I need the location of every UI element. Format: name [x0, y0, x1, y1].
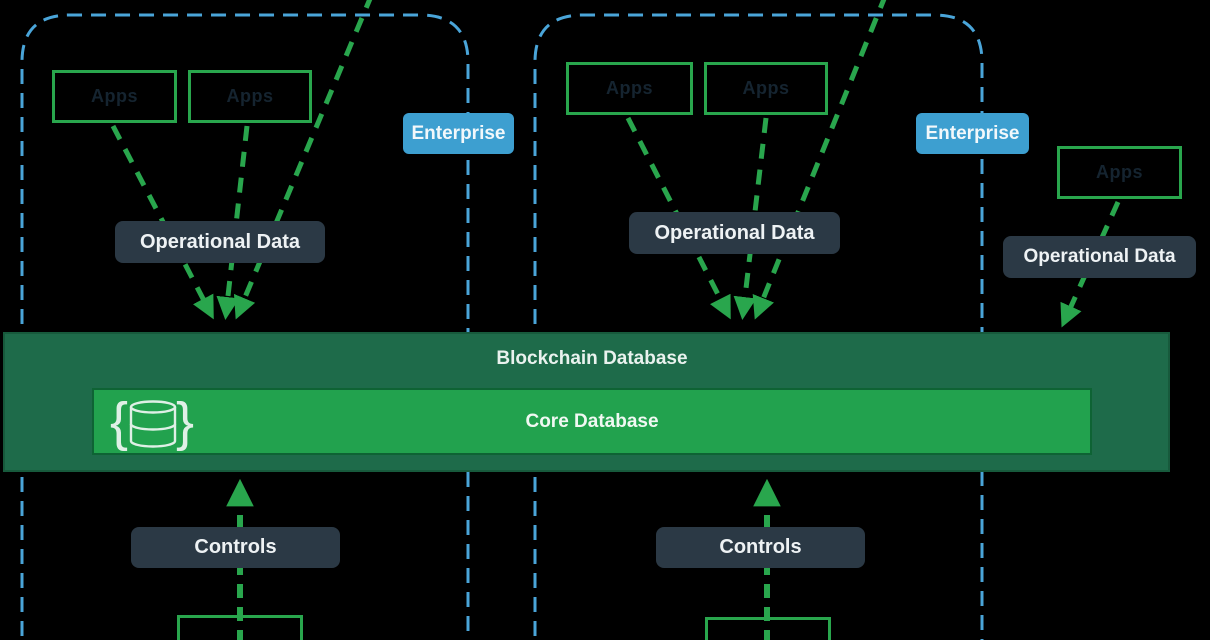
core-database-box: { } Core Database [92, 388, 1092, 455]
arrow-ent2-external [752, 0, 887, 320]
svg-text:}: } [176, 394, 194, 452]
operational-data-label: Operational Data [629, 212, 840, 254]
json-database-icon: { } [110, 394, 194, 452]
core-database-title: Core Database [525, 410, 659, 432]
app-box: Apps [566, 62, 693, 115]
controls-label: Controls [656, 527, 865, 568]
enterprise-badge: Enterprise [916, 113, 1029, 154]
enterprise-container-1 [20, 13, 470, 640]
svg-text:{: { [110, 394, 128, 452]
app-box-label: Apps [606, 78, 653, 98]
app-box-label: Apps [91, 86, 138, 106]
controls-source-box [177, 615, 303, 640]
app-box-label: Apps [226, 86, 274, 106]
enterprise-container-2 [533, 13, 984, 640]
blockchain-database-title: Blockchain Database [496, 348, 688, 369]
operational-data-label: Operational Data [1003, 236, 1196, 278]
operational-data-label: Operational Data [115, 221, 325, 263]
enterprise-badge: Enterprise [403, 113, 514, 154]
app-box-label: Apps [742, 78, 790, 98]
app-box: Apps [188, 70, 312, 123]
arrow-ent2-app2 [733, 117, 769, 320]
app-box-label: Apps [1096, 162, 1143, 182]
arrow-ent1-app1 [110, 124, 214, 320]
controls-label: Controls [131, 527, 340, 568]
app-box: Apps [1057, 146, 1182, 199]
app-box: Apps [52, 70, 177, 123]
app-box: Apps [704, 62, 828, 115]
arrow-ent1-app2 [216, 125, 250, 320]
controls-source-box [705, 617, 831, 640]
arrow-ent1-external [233, 0, 373, 320]
